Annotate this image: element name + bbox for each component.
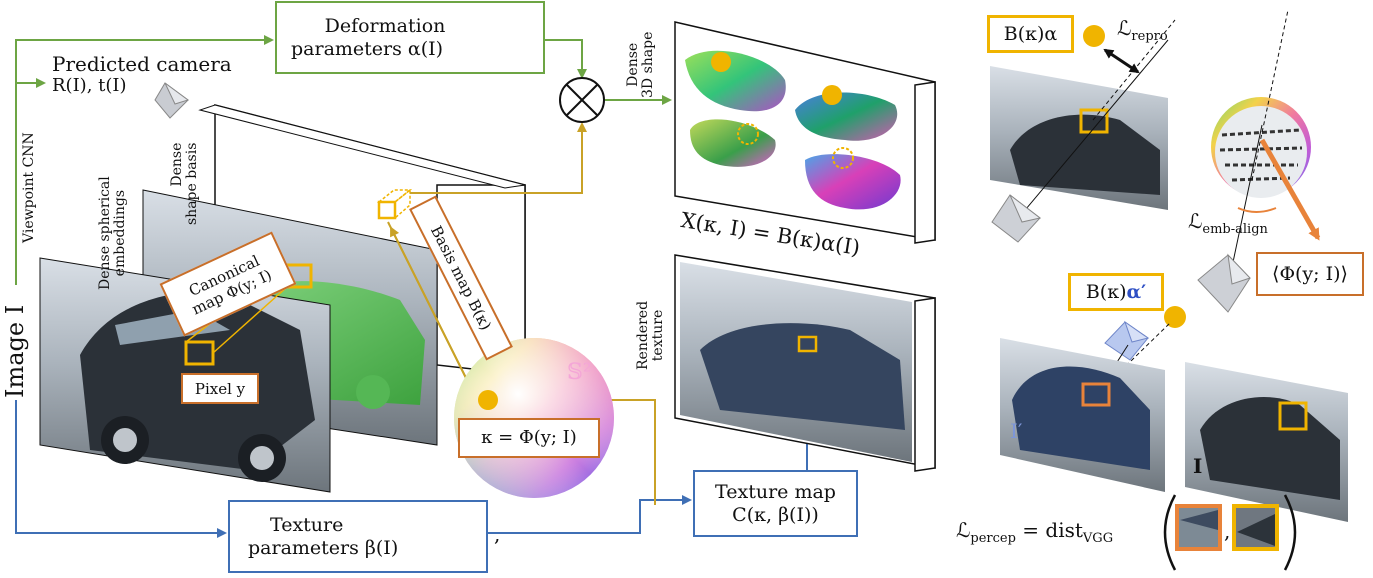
dense-shape-basis-line2: shape basis bbox=[184, 142, 201, 225]
l-emb-sub: emb-align bbox=[1202, 222, 1268, 237]
deformation-line2: parameters α(I) bbox=[291, 37, 444, 60]
b-alpha-prime-sym: α′ bbox=[1126, 280, 1147, 303]
l-repro-sub: repro bbox=[1131, 29, 1168, 44]
b-alpha-prime-text: B(κ)α′ bbox=[1086, 281, 1146, 304]
texture-branch-line bbox=[15, 400, 227, 538]
texture-params-to-map bbox=[488, 495, 692, 534]
projected-point-top bbox=[1083, 25, 1105, 47]
camera-pyramid-icon-top bbox=[991, 194, 1042, 243]
l-emb-main: ℒ bbox=[1188, 209, 1203, 233]
b-alpha-box: B(κ)α bbox=[987, 15, 1074, 53]
basis-to-multiply bbox=[410, 122, 587, 194]
texture-comma: , bbox=[494, 522, 501, 546]
deformation-parameters-box: Deformation parameters α(I) bbox=[275, 1, 545, 74]
rendered-line2: texture bbox=[650, 309, 667, 362]
percep-thumb-yellow bbox=[1232, 504, 1279, 551]
projected-point-prime bbox=[1164, 306, 1186, 328]
l-repro-label: ℒrepro bbox=[1117, 17, 1168, 45]
percep-thumb-orange bbox=[1175, 504, 1222, 551]
emb-align-double-arrow bbox=[1237, 207, 1277, 213]
camera-branch-line bbox=[15, 35, 274, 285]
deformation-line1: Deformation bbox=[324, 14, 446, 37]
dist-main: = dist bbox=[1022, 518, 1083, 542]
rendered-line1: Rendered bbox=[635, 300, 651, 370]
predicted-camera-line2: R(I), t(I) bbox=[52, 75, 127, 96]
kappa-box: κ = Φ(y; I) bbox=[458, 418, 600, 458]
right-photo-i bbox=[1185, 362, 1348, 522]
dense-spherical-label: Dense spherical embeddings bbox=[97, 176, 129, 290]
i-prime-label: I′ bbox=[1010, 419, 1023, 443]
embedding-sphere-right bbox=[1211, 97, 1311, 198]
basis-map-arrow-back bbox=[390, 226, 474, 393]
texture-params-line2: parameters β(I) bbox=[248, 536, 399, 559]
texture-map-box: Texture map C(κ, β(I)) bbox=[693, 470, 858, 537]
camera-pyramid-icon-right bbox=[1197, 253, 1251, 313]
percep-comma: , bbox=[1224, 519, 1231, 543]
i-label: I bbox=[1193, 454, 1203, 478]
rendered-texture-box bbox=[674, 254, 936, 472]
pixel-box: Pixel y bbox=[181, 373, 259, 404]
ray-line-top bbox=[1009, 39, 1169, 229]
phi-box: ⟨Φ(y; I)⟩ bbox=[1256, 252, 1364, 296]
l-percep-label: ℒpercep = distVGG bbox=[956, 519, 1113, 547]
camera-pyramid-icon-blue bbox=[1104, 320, 1150, 361]
predicted-camera-line1: Predicted camera bbox=[52, 52, 232, 76]
l-emb-align-label: ℒemb-align bbox=[1188, 210, 1268, 238]
percep-paren-left bbox=[1163, 494, 1177, 571]
sphere-symbol: 𝕊² bbox=[567, 360, 592, 385]
texture-map-line2: C(κ, β(I)) bbox=[732, 503, 819, 526]
percep-paren-right bbox=[1283, 494, 1297, 571]
b-alpha-text: B(κ)α bbox=[1003, 22, 1058, 45]
camera-pyramid-icon bbox=[154, 82, 190, 119]
rendered-texture-label: Rendered texture bbox=[635, 300, 667, 370]
l-percep-sub: percep bbox=[970, 531, 1016, 546]
dense-spherical-line2: embeddings bbox=[112, 189, 129, 277]
predicted-camera-label: Predicted camera R(I), t(I) bbox=[52, 53, 232, 97]
texture-map-line1: Texture map bbox=[715, 480, 836, 503]
b-alpha-prime-box: B(κ)α′ bbox=[1068, 273, 1164, 311]
kappa-text: κ = Φ(y; I) bbox=[481, 427, 577, 449]
dist-sub: VGG bbox=[1082, 531, 1114, 546]
dense-shape-basis-line1: Dense bbox=[169, 142, 185, 187]
dense-3d-shape-label: Dense 3D shape bbox=[625, 31, 657, 98]
b-alpha-prime-main: B(κ) bbox=[1085, 280, 1127, 303]
viewpoint-cnn-label: Viewpoint CNN bbox=[21, 132, 37, 243]
l-repro-main: ℒ bbox=[1117, 16, 1132, 40]
right-photo-prime bbox=[1000, 338, 1165, 492]
ray-dashed-right bbox=[1251, 9, 1289, 181]
dense-spherical-line1: Dense spherical bbox=[97, 176, 113, 290]
phi-text: ⟨Φ(y; I)⟩ bbox=[1272, 262, 1348, 285]
image-label: Image I bbox=[1, 304, 29, 398]
dense-3d-line1: Dense bbox=[625, 42, 641, 87]
repro-arrow bbox=[1103, 48, 1140, 74]
dense-shape-basis-label: Dense shape basis bbox=[169, 142, 201, 225]
multiply-operator bbox=[559, 77, 605, 123]
dense-3d-shape-box bbox=[674, 21, 936, 244]
l-percep-main: ℒ bbox=[956, 518, 971, 542]
dense-3d-line2: 3D shape bbox=[640, 31, 657, 98]
pixel-text: Pixel y bbox=[194, 379, 246, 398]
deformation-to-multiply bbox=[545, 39, 587, 79]
emb-arrow-orange bbox=[1259, 138, 1321, 241]
right-photo-top bbox=[990, 66, 1168, 210]
texture-parameters-box: Texture parameters β(I) bbox=[228, 500, 488, 573]
kappa-point bbox=[478, 390, 498, 410]
texture-params-line1: Texture bbox=[270, 513, 344, 536]
